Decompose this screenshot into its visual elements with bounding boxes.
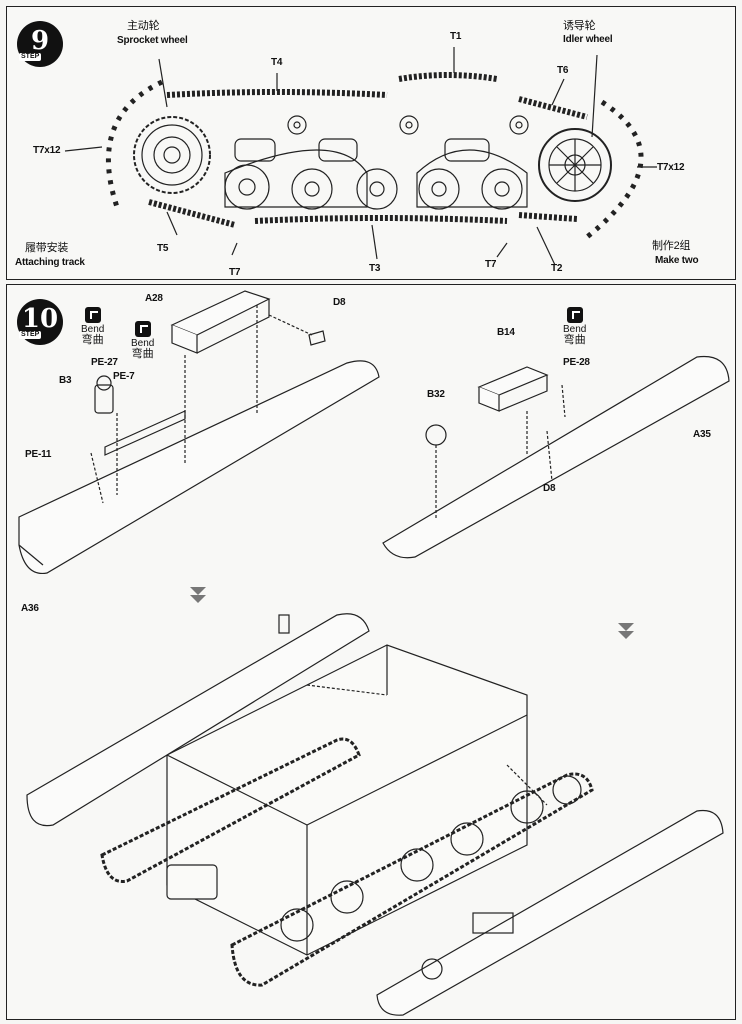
part-t3-label: T3 xyxy=(369,263,381,274)
part-b3-label: B3 xyxy=(59,375,72,386)
down-arrow-icon xyxy=(190,587,206,603)
fender-assembly-drawing xyxy=(18,290,730,1016)
part-t7x12-right-label: T7x12 xyxy=(657,162,685,173)
part-t7b-label: T7 xyxy=(485,259,497,270)
bend-note-right: Bend 弯曲 xyxy=(563,307,586,346)
part-pe7-label: PE-7 xyxy=(113,371,135,382)
step-9-panel: 9 STEP 主动轮 Sprocket wheel 诱导轮 Idler whee… xyxy=(6,6,736,280)
part-a36-label: A36 xyxy=(21,603,39,614)
sprocket-label-en: Sprocket wheel xyxy=(117,35,188,46)
bend-label-en: Bend xyxy=(81,324,105,335)
make-two-label-en: Make two xyxy=(655,255,699,266)
part-t2-label: T2 xyxy=(551,263,563,274)
bend-icon xyxy=(134,321,151,337)
step-10-panel: 10 STEP Bend 弯曲 Bend 弯曲 Bend 弯曲 A28 D8 P… xyxy=(6,284,736,1020)
attach-track-label-en: Attaching track xyxy=(15,257,85,268)
part-d8b-label: D8 xyxy=(543,483,556,494)
bend-label-en: Bend xyxy=(563,324,587,335)
part-pe11-label: PE-11 xyxy=(25,449,52,460)
step-9-badge: 9 STEP xyxy=(17,21,63,67)
part-a28-label: A28 xyxy=(145,293,163,304)
idler-label-cn: 诱导轮 xyxy=(563,20,596,32)
part-d8-label: D8 xyxy=(333,297,346,308)
part-t1-label: T1 xyxy=(450,31,462,42)
part-t7x12-left-label: T7x12 xyxy=(33,145,61,156)
down-arrow-icon xyxy=(618,623,634,639)
bend-note-left-2: Bend 弯曲 xyxy=(131,321,154,360)
step-10-badge: 10 STEP xyxy=(17,299,63,345)
part-a35-label: A35 xyxy=(693,429,711,440)
bend-label-cn: 弯曲 xyxy=(131,348,154,360)
idler-label-en: Idler wheel xyxy=(563,34,613,45)
bend-note-left-1: Bend 弯曲 xyxy=(81,307,104,346)
part-b32-label: B32 xyxy=(427,389,445,400)
part-t5-label: T5 xyxy=(157,243,169,254)
bend-icon xyxy=(566,307,583,323)
attach-track-label-cn: 履带安装 xyxy=(25,242,69,254)
track-assembly-drawing xyxy=(64,47,657,266)
part-pe27-label: PE-27 xyxy=(91,357,118,368)
part-pe28-label: PE-28 xyxy=(563,357,590,368)
step-tag: STEP xyxy=(19,53,42,61)
step-tag: STEP xyxy=(19,331,42,339)
part-b14-label: B14 xyxy=(497,327,515,338)
sprocket-label-cn: 主动轮 xyxy=(127,20,160,32)
bend-icon xyxy=(84,307,101,323)
part-t7a-label: T7 xyxy=(229,267,241,278)
part-t4-label: T4 xyxy=(271,57,283,68)
step-number: 10 xyxy=(21,304,59,334)
step-number: 9 xyxy=(30,26,50,56)
make-two-label-cn: 制作2组 xyxy=(652,240,691,252)
bend-label-cn: 弯曲 xyxy=(81,334,104,346)
bend-label-en: Bend xyxy=(131,338,155,349)
part-t6-label: T6 xyxy=(557,65,569,76)
bend-label-cn: 弯曲 xyxy=(563,334,586,346)
